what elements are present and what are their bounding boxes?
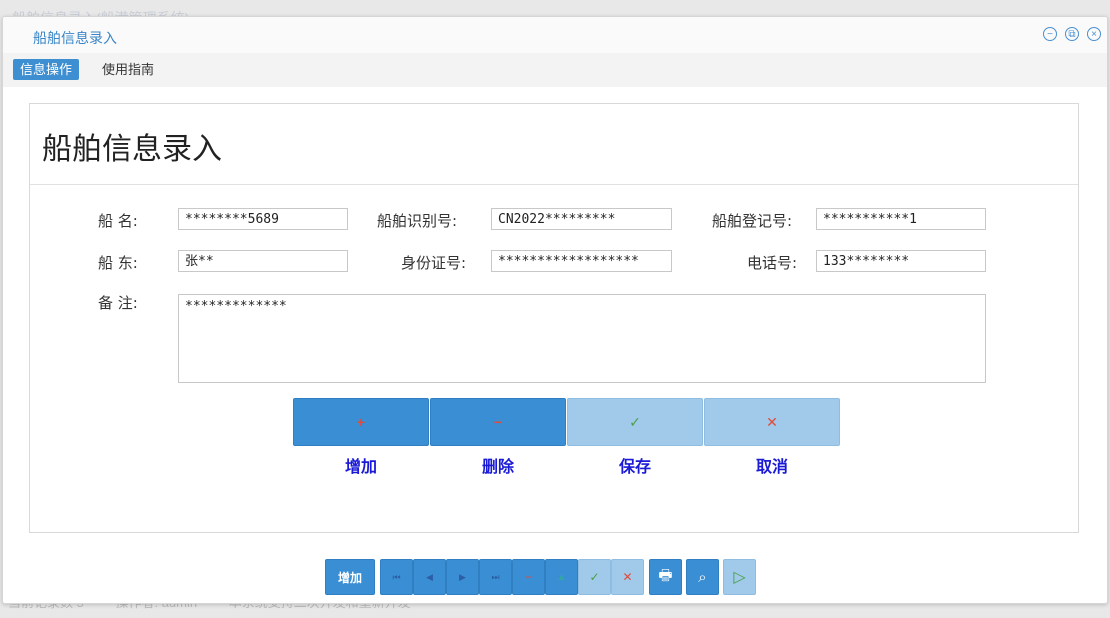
id-card-input[interactable]: ****************** [491,250,672,272]
phone-input[interactable]: 133******** [816,250,986,272]
tab-bar: 信息操作 使用指南 [3,53,1107,87]
ship-name-input[interactable]: ********5689 [178,208,348,230]
add-button[interactable]: + [293,398,429,446]
save-button[interactable]: ✓ [567,398,703,446]
id-card-label: 身份证号: [401,254,467,272]
delete-button-label[interactable]: 删除 [481,459,514,476]
toolbar-edit-button[interactable]: ▲ [545,559,578,595]
ship-name-label: 船 名: [98,212,138,230]
run-button[interactable]: ▷ [723,559,756,595]
divider [30,184,1078,185]
toolbar-add-button[interactable]: 增加 [325,559,375,595]
ship-reg-input[interactable]: ***********1 [816,208,986,230]
window-titlebar: 船舶信息录入 − ⧉ × [3,17,1107,53]
restore-icon[interactable]: ⧉ [1065,27,1079,41]
check-icon: ✓ [589,570,600,584]
next-record-icon: ▶ [459,571,466,582]
delete-button[interactable]: − [430,398,566,446]
first-record-icon: ⏮ [392,571,401,582]
toolbar-cancel-button[interactable]: ✕ [611,559,644,595]
cancel-button[interactable]: ✕ [704,398,840,446]
magnifier-icon: ⌕ [698,568,707,586]
window-title: 船舶信息录入 [33,30,117,46]
last-record-button[interactable]: ⏭ [479,559,512,595]
owner-label: 船 东: [98,254,138,272]
save-button-label[interactable]: 保存 [618,459,651,476]
x-icon: ✕ [766,413,778,430]
toolbar-save-button[interactable]: ✓ [578,559,611,595]
add-button-label[interactable]: 增加 [344,459,377,476]
prev-record-button[interactable]: ◀ [413,559,446,595]
close-icon[interactable]: × [1087,27,1101,41]
toolbar-delete-button[interactable]: − [512,559,545,595]
x-icon: ✕ [622,570,633,584]
prev-record-icon: ◀ [426,571,433,582]
toolbar-add-label: 增加 [337,570,362,585]
ship-info-window: 船舶信息录入 − ⧉ × 信息操作 使用指南 船舶信息录入 船 名: *****… [2,16,1108,604]
remark-label: 备 注: [98,294,138,312]
play-icon: ▷ [733,569,746,586]
print-button[interactable]: 🖶 [649,559,682,595]
minimize-icon[interactable]: − [1043,27,1057,41]
minus-icon: − [493,414,503,430]
triangle-up-icon: ▲ [556,571,567,583]
phone-label: 电话号: [747,254,798,272]
owner-input[interactable]: 张** [178,250,348,272]
ship-id-label: 船舶识别号: [377,212,458,230]
ship-id-input[interactable]: CN2022********* [491,208,672,230]
first-record-button[interactable]: ⏮ [380,559,413,595]
last-record-icon: ⏭ [491,571,500,582]
tab-info-operation[interactable]: 信息操作 [13,59,80,80]
tab-user-guide[interactable]: 使用指南 [102,62,155,77]
next-record-button[interactable]: ▶ [446,559,479,595]
cancel-button-label[interactable]: 取消 [755,459,788,476]
plus-icon: + [356,414,366,430]
remark-textarea[interactable]: ************* [178,294,986,383]
page-title: 船舶信息录入 [42,133,222,166]
form-panel: 船舶信息录入 船 名: ********5689 船舶识别号: CN2022**… [29,103,1079,533]
print-preview-button[interactable]: ⌕ [686,559,719,595]
minus-icon: − [524,570,532,584]
ship-reg-label: 船舶登记号: [712,212,793,230]
check-icon: ✓ [629,413,641,430]
printer-icon: 🖶 [658,566,673,584]
